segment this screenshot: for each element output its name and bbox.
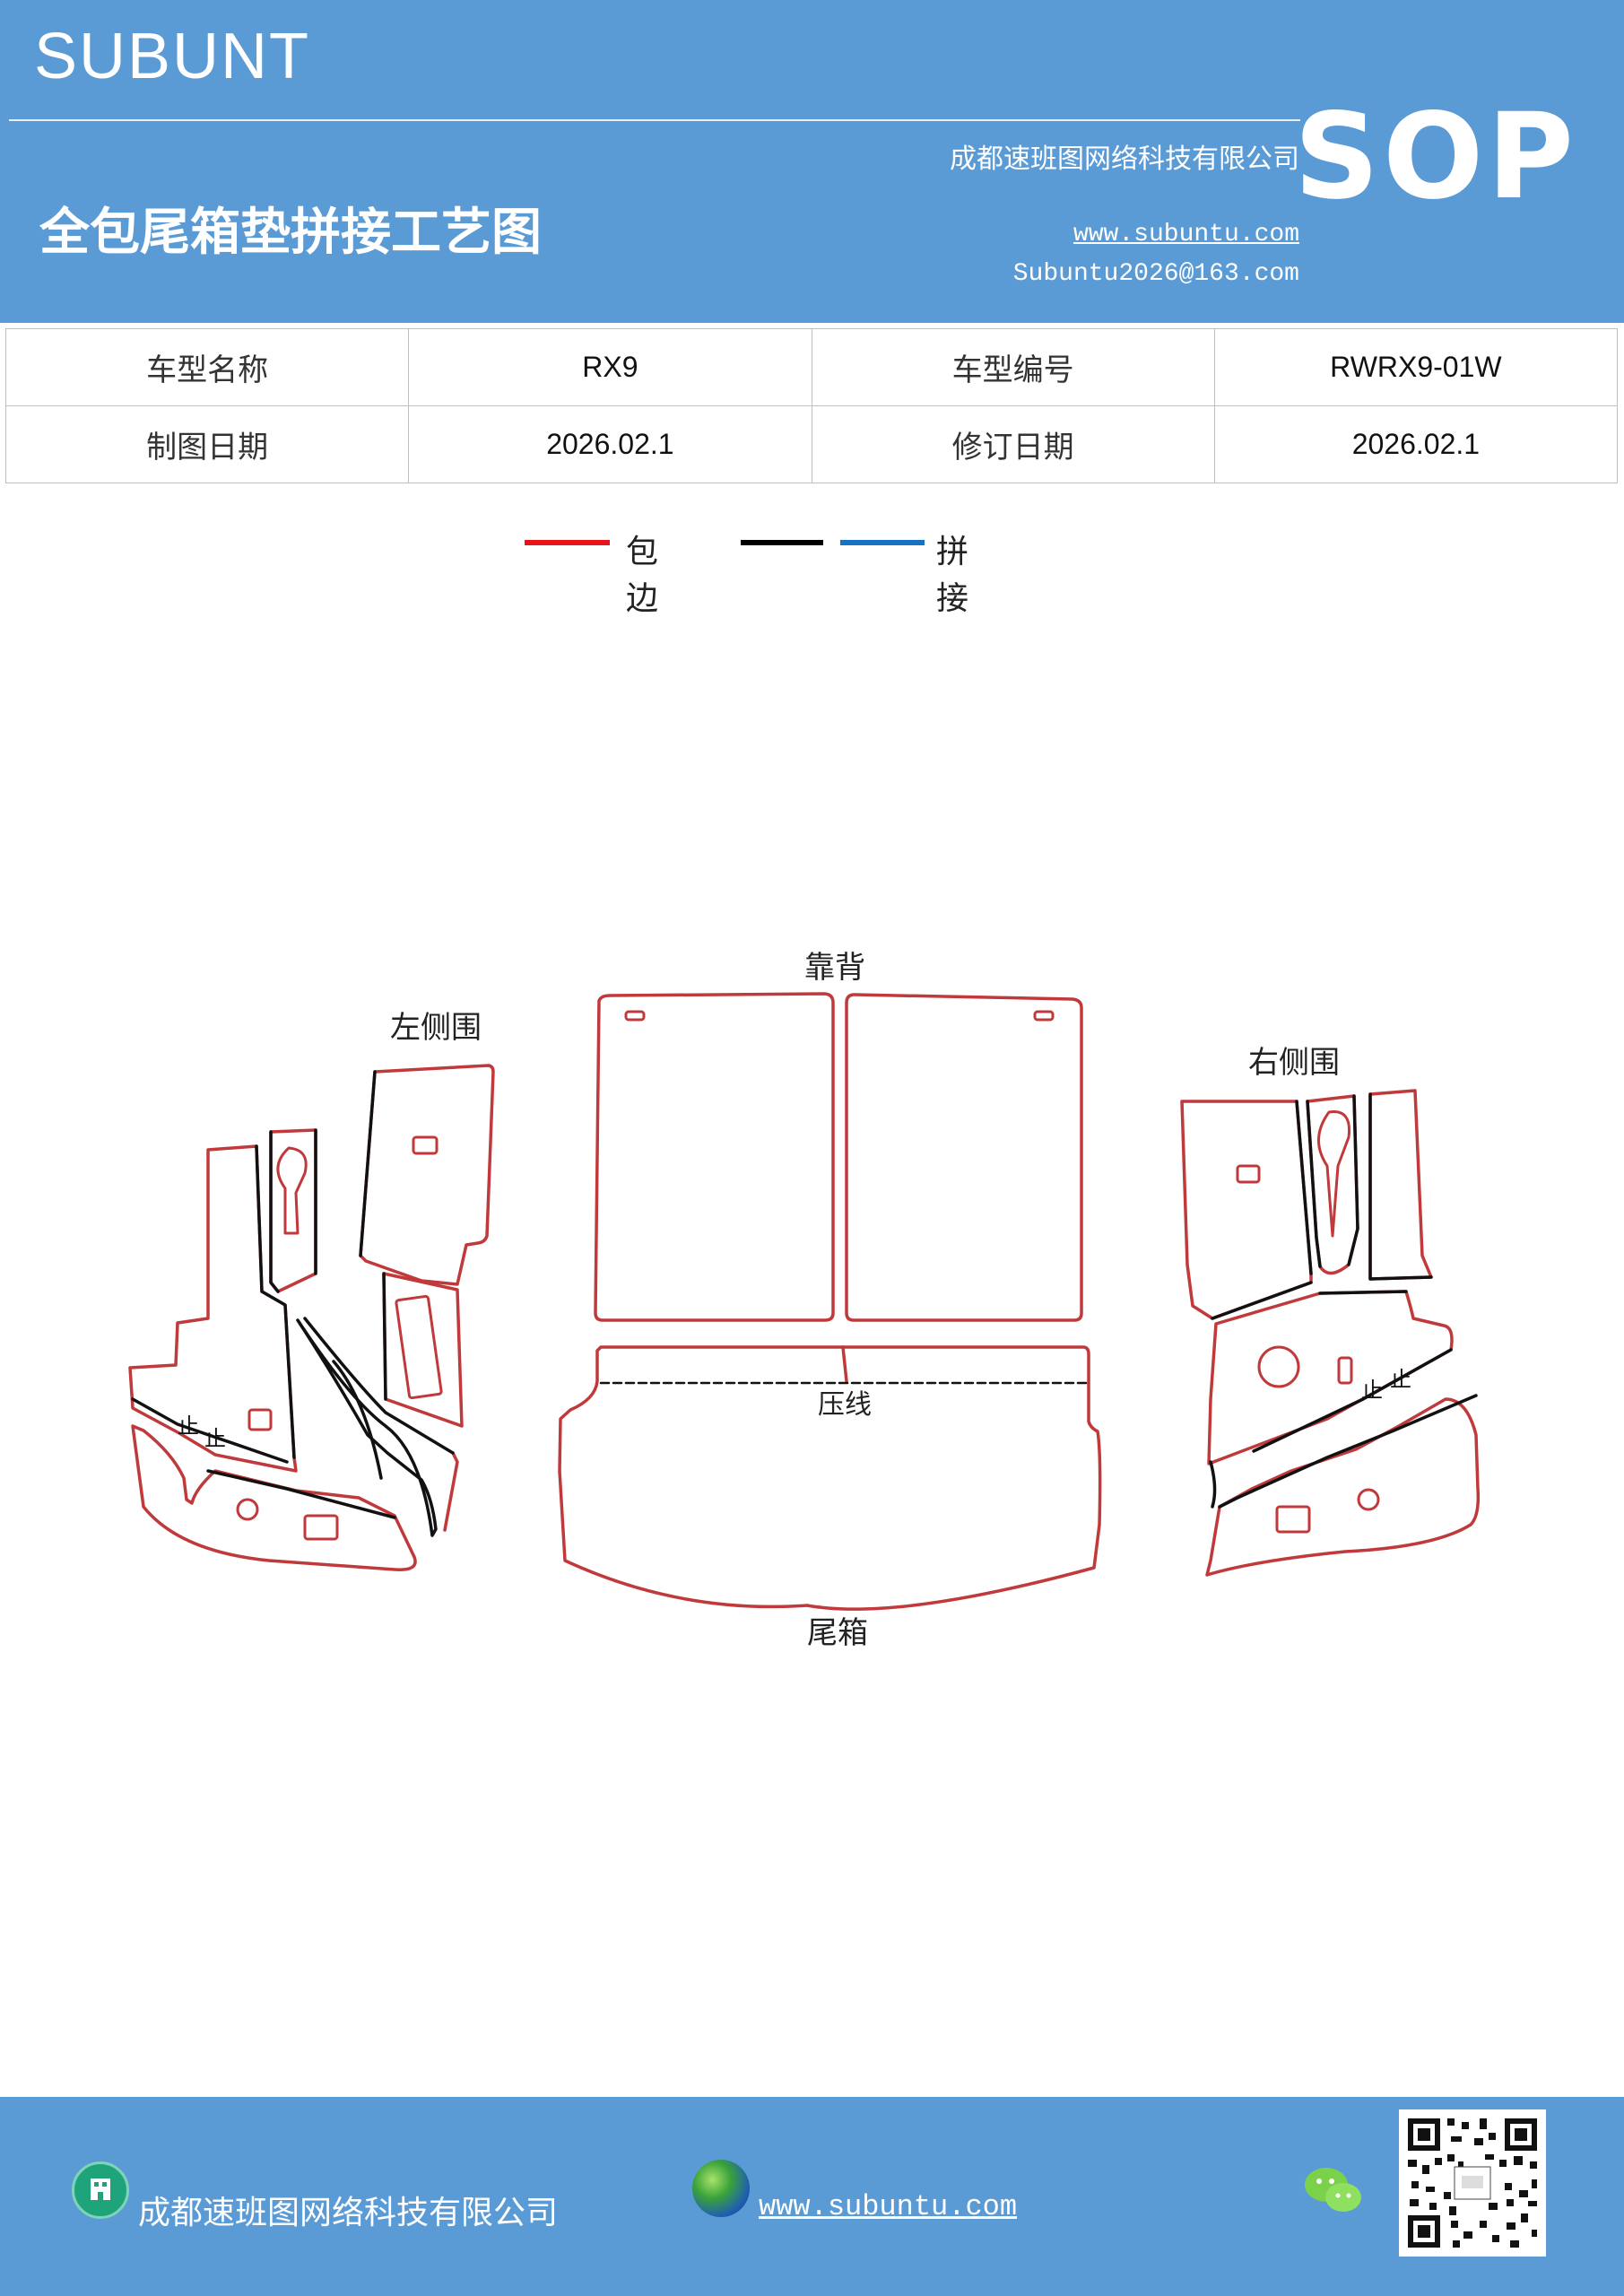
right-tall-strip — [1368, 1089, 1433, 1281]
trunk-outline — [558, 1345, 1102, 1611]
left-lower-slot — [303, 1514, 339, 1541]
left-stop-mark-2: 止 — [204, 1426, 226, 1451]
model-code-value: RWRX9-01W — [1213, 328, 1619, 406]
footer-website-link[interactable]: www.subuntu.com — [759, 2190, 1018, 2223]
left-side-label: 左侧围 — [390, 1010, 482, 1046]
globe-icon — [692, 2160, 750, 2217]
left-lower-hole — [236, 1498, 259, 1521]
right-upper-seam — [1211, 1100, 1313, 1320]
right-hook-slot — [1317, 1110, 1351, 1238]
header-company: 成都速班图网络科技有限公司 — [950, 144, 1299, 175]
header-email[interactable]: Subuntu2026@163.com — [1012, 260, 1299, 288]
trunk-split-seam — [841, 1345, 848, 1383]
right-stop-mark-2: 止 — [1390, 1367, 1411, 1392]
left-main-seam — [131, 1144, 296, 1464]
legend-black-swatch — [741, 540, 823, 545]
left-window-panel-seam — [382, 1272, 387, 1401]
draw-date-value: 2026.02.1 — [408, 405, 812, 483]
table-row: 车型名称 RX9 车型编号 RWRX9-01W — [4, 328, 1619, 406]
left-hook-seam — [269, 1128, 317, 1293]
right-upper-strip — [1180, 1100, 1313, 1320]
left-lower-body — [131, 1424, 417, 1571]
legend-splice-swatch — [840, 540, 925, 545]
backrest-panels: 靠背 — [594, 950, 1083, 1322]
backrest-label: 靠背 — [804, 950, 865, 986]
draw-date-label: 制图日期 — [4, 405, 410, 483]
left-arm-seam — [303, 1317, 455, 1480]
left-hook-slot — [276, 1146, 308, 1235]
sop-badge: SOP — [1293, 88, 1577, 226]
trunk-floor: 压线 尾箱 — [558, 1345, 1102, 1651]
table-row: 制图日期 2026.02.1 修订日期 2026.02.1 — [4, 405, 1619, 483]
left-upper-strip-seam — [359, 1070, 377, 1257]
right-main-slot — [1337, 1356, 1353, 1385]
model-code-label: 车型编号 — [811, 328, 1215, 406]
right-hook-panel — [1306, 1094, 1359, 1275]
right-lower-body — [1205, 1397, 1481, 1577]
right-main-body — [1207, 1290, 1454, 1465]
right-lower-hole — [1357, 1488, 1380, 1511]
wechat-icon[interactable] — [1302, 2163, 1365, 2217]
left-main-slot — [248, 1408, 273, 1431]
revise-date-label: 修订日期 — [811, 405, 1215, 483]
right-main-seam — [1252, 1290, 1453, 1453]
model-name-value: RX9 — [408, 328, 812, 406]
left-window — [395, 1294, 443, 1400]
right-side-panel: 止 止 右侧围 — [1180, 1045, 1481, 1577]
header-website-link[interactable]: www.subuntu.com — [1073, 221, 1299, 248]
model-name-label: 车型名称 — [4, 328, 410, 406]
legend-edge-swatch — [525, 540, 610, 545]
qr-code — [1399, 2109, 1546, 2257]
right-lower-seam — [1209, 1394, 1478, 1509]
document-title: 全包尾箱垫拼接工艺图 — [39, 204, 542, 262]
info-table: 车型名称 RX9 车型编号 RWRX9-01W 制图日期 2026.02.1 修… — [4, 328, 1619, 483]
right-lower-slot — [1275, 1505, 1311, 1534]
right-hook-seam — [1306, 1094, 1359, 1268]
left-hook-panel — [269, 1128, 317, 1293]
backrest-right-slot — [1033, 1010, 1055, 1022]
revise-date-value: 2026.02.1 — [1213, 405, 1619, 483]
right-main-hole — [1257, 1345, 1300, 1388]
right-side-label: 右侧围 — [1248, 1045, 1340, 1081]
left-arm-outer — [443, 1451, 459, 1532]
building-icon — [72, 2161, 129, 2219]
left-side-panel: 止 止 左侧围 — [128, 1010, 495, 1571]
left-upper-strip — [359, 1064, 495, 1286]
footer-banner: 成都速班图网络科技有限公司 www.subuntu.com — [0, 2097, 1624, 2296]
trunk-crease-label: 压线 — [818, 1389, 872, 1421]
footer-company: 成都速班图网络科技有限公司 — [138, 2195, 559, 2231]
legend-splice-label: 拼接 — [936, 534, 969, 617]
left-strip-slot — [412, 1135, 439, 1155]
left-lower-seam — [206, 1469, 396, 1519]
right-tall-seam — [1368, 1092, 1433, 1281]
trunk-label: 尾箱 — [807, 1615, 868, 1651]
left-stop-mark-1: 止 — [178, 1413, 199, 1439]
backrest-left-panel — [594, 992, 835, 1322]
brand-name: SUBUNT — [34, 21, 311, 92]
header-banner: SUBUNT 成都速班图网络科技有限公司 全包尾箱垫拼接工艺图 www.subu… — [0, 0, 1624, 323]
right-upper-slot — [1236, 1164, 1261, 1184]
backrest-left-slot — [624, 1010, 646, 1022]
right-stop-mark-1: 止 — [1361, 1378, 1383, 1403]
backrest-right-panel — [845, 993, 1083, 1322]
legend-edge-label: 包边 — [626, 534, 659, 617]
header-divider — [9, 119, 1300, 121]
